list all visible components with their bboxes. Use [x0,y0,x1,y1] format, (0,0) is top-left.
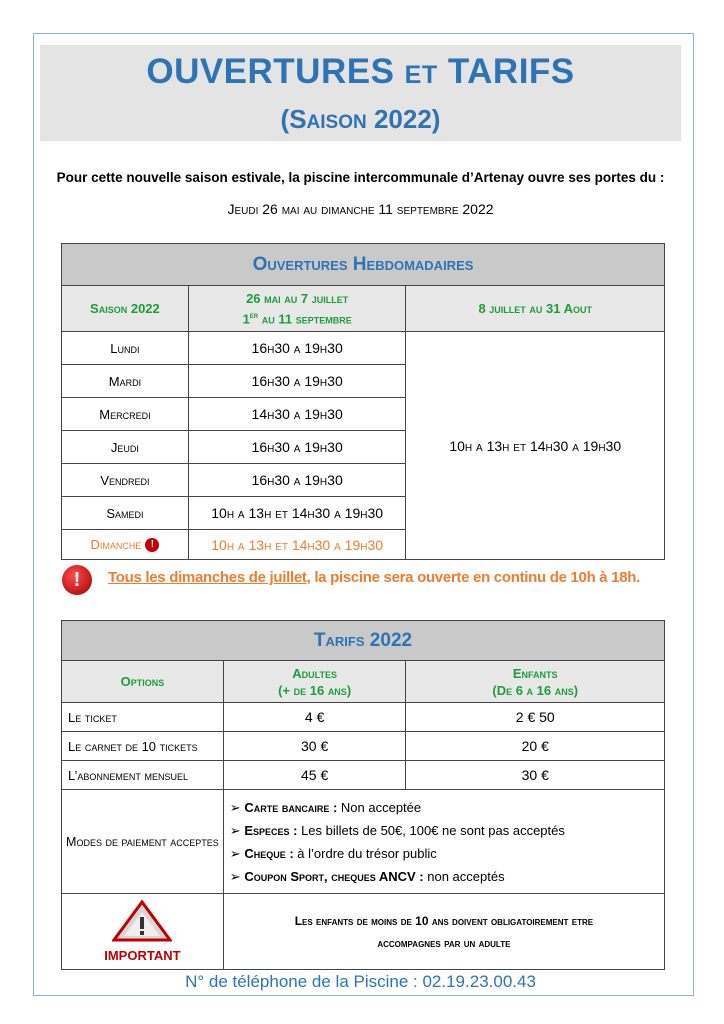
warning-triangle-icon [111,899,174,942]
day-hours-sunday: 10h a 13h et 14h30 a 19h30 [187,529,407,560]
payment-list: ➢ Carte bancaire : Non acceptée ➢ Espece… [222,789,666,894]
important-cell: IMPORTANT [61,893,224,970]
page-subtitle: (SAISON 2022) [280,104,441,134]
summer-hours: 10h a 13h et 14h30 a 19h30 [405,331,665,560]
notice-text: Tous les dimanches de juillet, la piscin… [108,569,641,586]
page-title: OUVERTURES ET TARIFS [146,52,575,91]
payment-item: ➢ Carte bancaire : Non acceptée [229,799,422,815]
day-hours: 16h30 a 19h30 [187,430,407,464]
title-banner [40,45,681,141]
tarifs-col-kids: Enfants(De 6 a 16 ans) [405,660,665,703]
day-label: Lundi [61,331,189,365]
tarifs-col-options: Options [61,660,224,703]
hours-header: Ouvertures Hebdomadaires [61,243,665,286]
tarif-adult-price: 45 € [222,760,407,790]
hours-col-period1: 26 mai au 7 juillet 1er au 11 septembre [187,285,407,332]
tarif-option: Le ticket [61,702,224,732]
tarif-child-price: 20 € [405,731,665,761]
sunday-notice: ! Tous les dimanches de juillet, la pisc… [62,563,682,599]
tarif-adult-price: 4 € [222,702,407,732]
tarif-option: L’abonnement mensuel [61,760,224,790]
payment-item: ➢ Cheque : à l’ordre du trésor public [229,845,437,861]
season-dates: Jeudi 26 mai au dimanche 11 septembre 20… [227,201,494,217]
phone-number: N° de téléphone de la Piscine : 02.19.23… [185,972,536,991]
day-hours: 16h30 a 19h30 [187,364,407,398]
day-label: Vendredi [61,463,189,497]
important-text: Les enfants de moins de 10 ans doivent o… [222,893,666,970]
day-label: Mercredi [61,397,189,431]
tarif-child-price: 30 € [405,760,665,790]
day-label-sunday: Dimanche! [61,529,189,560]
payment-item: ➢ Especes : Les billets de 50€, 100€ ne … [229,822,565,838]
tarifs-col-adults: Adultes(+ de 16 ans) [222,660,407,703]
arrow-icon: ➢ [229,799,241,815]
hours-col-period2: 8 juillet au 31 Aout [405,285,665,332]
tarif-adult-price: 30 € [222,731,407,761]
arrow-icon: ➢ [229,822,241,838]
day-label: Samedi [61,496,189,530]
exclamation-icon: ! [62,565,92,595]
hours-table: Ouvertures Hebdomadaires Saison 2022 26 … [61,243,665,560]
day-hours: 14h30 a 19h30 [187,397,407,431]
page-frame [33,33,694,996]
tarifs-header: Tarifs 2022 [61,620,665,661]
tarif-option: Le carnet de 10 tickets [61,731,224,761]
hours-col-season: Saison 2022 [61,285,189,332]
day-hours: 10h a 13h et 14h30 a 19h30 [187,496,407,530]
tarifs-table: Tarifs 2022 Options Adultes(+ de 16 ans)… [61,620,666,970]
arrow-icon: ➢ [229,845,241,861]
payment-item: ➢ Coupon Sport, cheques ANCV : non accep… [229,868,505,884]
tarif-child-price: 2 € 50 [405,702,665,732]
payment-label: Modes de paiement acceptes [61,789,224,894]
exclamation-icon: ! [145,538,160,553]
day-hours: 16h30 a 19h30 [187,331,407,365]
intro-text: Pour cette nouvelle saison estivale, la … [56,170,665,185]
day-label: Jeudi [61,430,189,464]
important-label: IMPORTANT [104,948,181,963]
arrow-icon: ➢ [229,868,241,884]
day-hours: 16h30 a 19h30 [187,463,407,497]
day-label: Mardi [61,364,189,398]
